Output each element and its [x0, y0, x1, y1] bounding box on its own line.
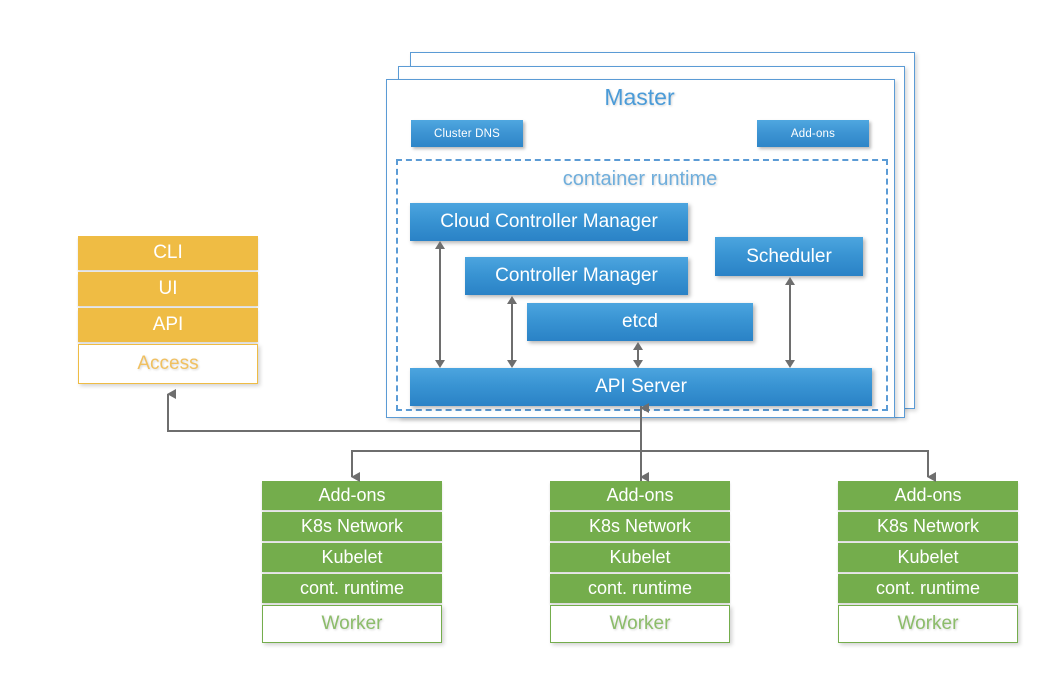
arrowhead-scheduler-up [785, 277, 795, 285]
access-row-cli[interactable]: CLI [78, 236, 258, 270]
arrowhead-cm-down [507, 360, 517, 368]
master-title: Master [604, 84, 675, 110]
worker-node-2: Add-ons K8s Network Kubelet cont. runtim… [550, 481, 730, 643]
worker-3-footer-label: Worker [838, 605, 1018, 643]
worker-node-3: Add-ons K8s Network Kubelet cont. runtim… [838, 481, 1018, 643]
worker-node-1: Add-ons K8s Network Kubelet cont. runtim… [262, 481, 442, 643]
master-add-ons-badge[interactable]: Add-ons [757, 120, 869, 147]
arrowhead-ccm-up [435, 241, 445, 249]
connector-apiserver-to-worker-1 [351, 450, 641, 482]
worker-3-row-cont-runtime[interactable]: cont. runtime [838, 574, 1018, 603]
controller-manager-box[interactable]: Controller Manager [465, 257, 688, 295]
worker-3-row-kubelet[interactable]: Kubelet [838, 543, 1018, 572]
access-stack: CLI UI API Access [78, 236, 258, 384]
access-row-ui[interactable]: UI [78, 272, 258, 306]
worker-2-row-kubelet[interactable]: Kubelet [550, 543, 730, 572]
connector-cm-to-apiserver [511, 304, 513, 360]
worker-3-row-k8s-network[interactable]: K8s Network [838, 512, 1018, 541]
worker-2-row-cont-runtime[interactable]: cont. runtime [550, 574, 730, 603]
arrowhead-scheduler-down [785, 360, 795, 368]
worker-2-row-addons[interactable]: Add-ons [550, 481, 730, 510]
worker-2-footer-label: Worker [550, 605, 730, 643]
worker-2-row-k8s-network[interactable]: K8s Network [550, 512, 730, 541]
etcd-box[interactable]: etcd [527, 303, 753, 341]
connector-scheduler-to-apiserver [789, 285, 791, 360]
scheduler-box[interactable]: Scheduler [715, 237, 863, 276]
worker-1-footer-label: Worker [262, 605, 442, 643]
connector-apiserver-to-worker-3 [641, 450, 936, 482]
cluster-dns-badge[interactable]: Cluster DNS [411, 120, 523, 147]
connector-etcd-to-apiserver [637, 350, 639, 360]
arrowhead-ccm-down [435, 360, 445, 368]
worker-1-row-cont-runtime[interactable]: cont. runtime [262, 574, 442, 603]
access-footer-label: Access [78, 344, 258, 384]
container-runtime-title: container runtime [562, 168, 718, 190]
arrowhead-etcd-down [633, 360, 643, 368]
worker-1-row-kubelet[interactable]: Kubelet [262, 543, 442, 572]
arrowhead-etcd-up [633, 342, 643, 350]
cloud-controller-manager-box[interactable]: Cloud Controller Manager [410, 203, 688, 241]
worker-1-row-k8s-network[interactable]: K8s Network [262, 512, 442, 541]
worker-3-row-addons[interactable]: Add-ons [838, 481, 1018, 510]
api-server-box[interactable]: API Server [410, 368, 872, 406]
access-row-api[interactable]: API [78, 308, 258, 342]
connector-ccm-to-apiserver [439, 249, 441, 360]
arrowhead-cm-up [507, 296, 517, 304]
worker-1-row-addons[interactable]: Add-ons [262, 481, 442, 510]
